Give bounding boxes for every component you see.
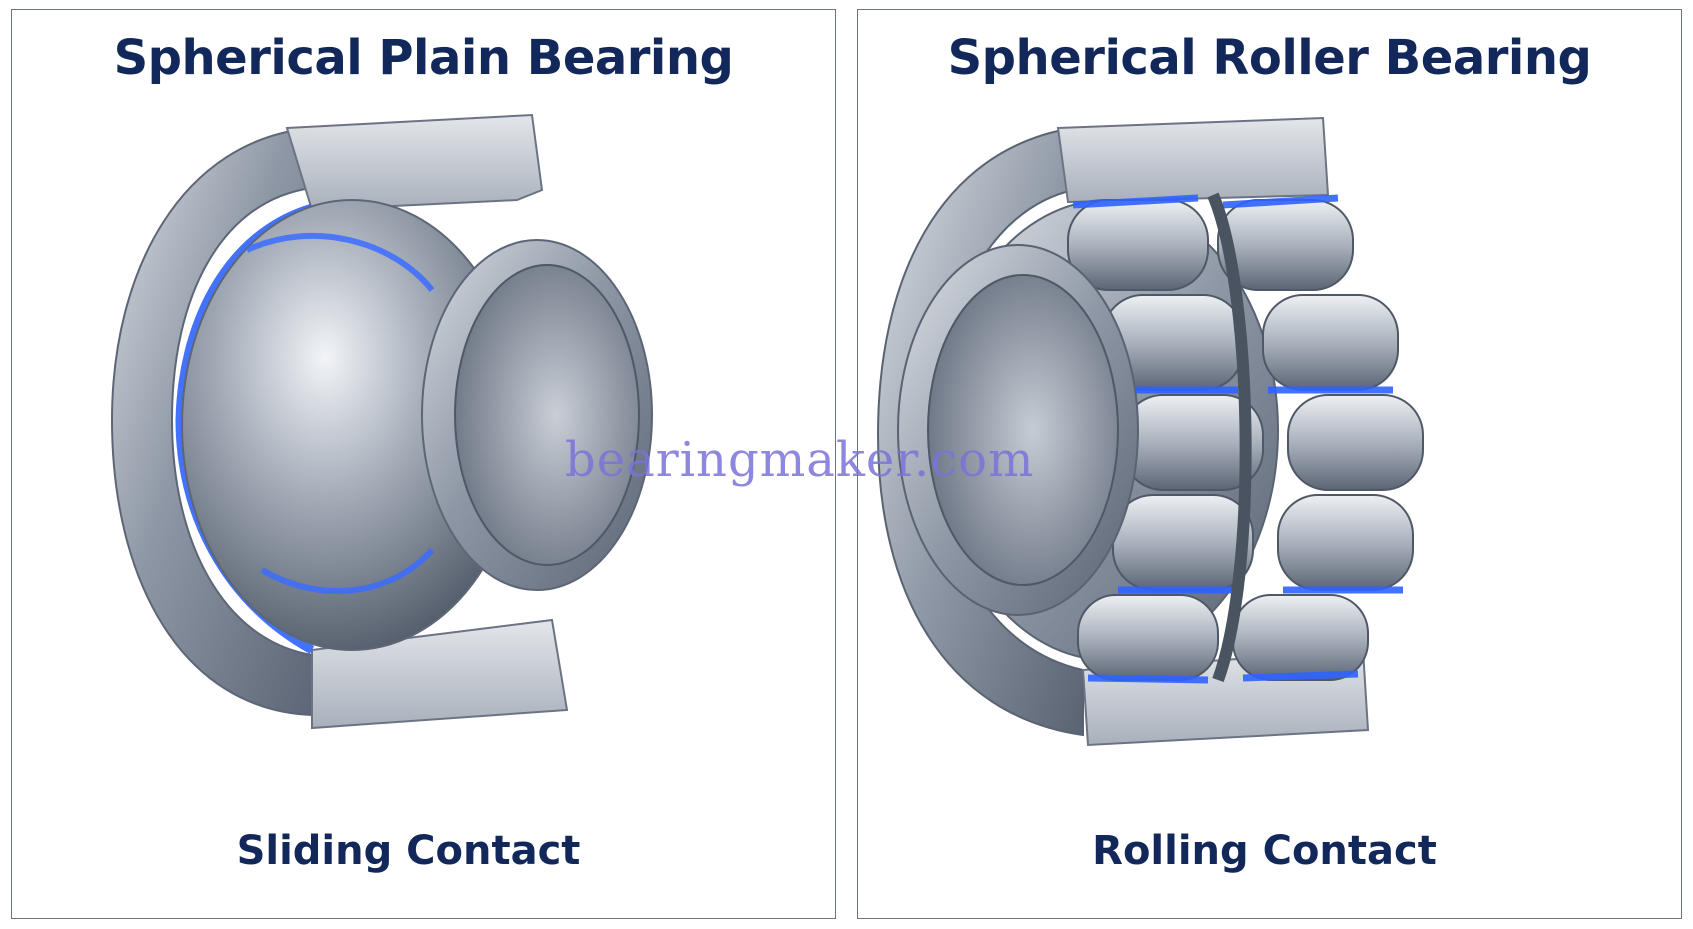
upper-ring-section: [1056, 116, 1330, 204]
roller-row-right: [1217, 199, 1424, 681]
panel-plain-bearing: Spherical Plain Bearing: [11, 9, 836, 919]
panel-title: Spherical Plain Bearing: [113, 30, 734, 86]
upper-ring-section: [285, 113, 544, 212]
spherical-plain-bearing-icon: [110, 113, 653, 730]
panel-title: Spherical Roller Bearing: [947, 30, 1592, 86]
outer-ring: [110, 126, 313, 717]
panel-caption: Sliding Contact: [236, 828, 581, 874]
panel-roller-bearing: Spherical Roller Bearing: [857, 9, 1682, 919]
spherical-roller-bearing-icon: [876, 116, 1424, 747]
panel-caption: Rolling Contact: [1092, 828, 1437, 874]
watermark-text: bearingmaker.com: [565, 432, 1035, 488]
cage-ring: [1207, 192, 1252, 683]
rolling-contact-highlight: [1072, 194, 1403, 684]
roller-row-left: [1067, 199, 1264, 681]
